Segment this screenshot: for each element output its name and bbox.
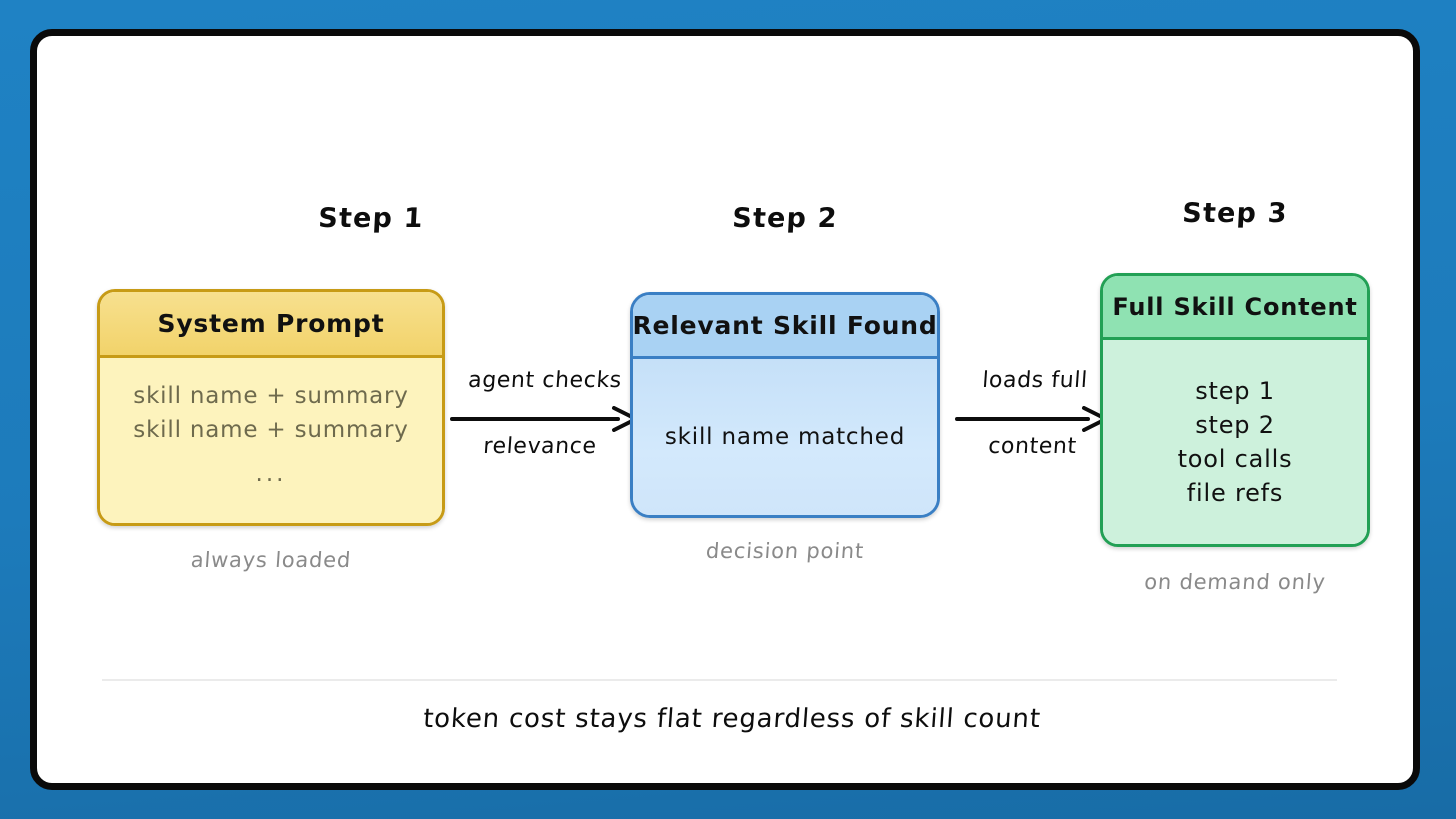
caption-on-demand-only: on demand only <box>1143 570 1327 594</box>
step-3-title: Step 3 <box>1181 198 1289 229</box>
node-relevant-skill-header: Relevant Skill Found <box>633 295 937 359</box>
node-relevant-skill[interactable]: Relevant Skill Found skill name matched <box>630 292 940 518</box>
caption-always-loaded: always loaded <box>189 548 352 572</box>
footer-note: token cost stays flat regardless of skil… <box>422 704 1042 734</box>
node-system-prompt[interactable]: System Prompt skill name + summary skill… <box>97 289 445 526</box>
arrow-1-label-above: agent checks <box>467 368 623 393</box>
list-item: file refs <box>1186 479 1284 508</box>
node-full-skill[interactable]: Full Skill Content step 1 step 2 tool ca… <box>1100 273 1370 547</box>
node-full-skill-body: step 1 step 2 tool calls file refs <box>1103 340 1367 544</box>
node-system-prompt-body: skill name + summary skill name + summar… <box>100 358 442 523</box>
list-item: tool calls <box>1177 445 1293 473</box>
list-item: step 2 <box>1195 410 1275 439</box>
footer-divider <box>102 679 1337 681</box>
arrow-2-icon <box>955 406 1108 432</box>
arrow-1-label-below: relevance <box>482 434 598 459</box>
list-item: skill name + summary <box>133 383 409 410</box>
node-relevant-skill-body: skill name matched <box>633 359 937 515</box>
arrow-1-icon <box>450 406 638 432</box>
caption-decision-point: decision point <box>705 539 865 563</box>
step-1-title: Step 1 <box>317 203 425 234</box>
list-item: skill name matched <box>664 424 906 450</box>
diagram-canvas: Step 1 System Prompt skill name + summar… <box>37 36 1413 783</box>
list-item: skill name + summary <box>133 416 409 443</box>
step-2-title: Step 2 <box>731 203 839 234</box>
node-system-prompt-header: System Prompt <box>100 292 442 358</box>
diagram-frame: Step 1 System Prompt skill name + summar… <box>30 29 1420 790</box>
node-full-skill-header: Full Skill Content <box>1103 276 1367 340</box>
list-item: step 1 <box>1195 376 1275 405</box>
arrow-2-label-below: content <box>987 434 1078 459</box>
arrow-2-label-above: loads full <box>981 368 1089 393</box>
ellipsis-indicator: ... <box>255 460 287 487</box>
